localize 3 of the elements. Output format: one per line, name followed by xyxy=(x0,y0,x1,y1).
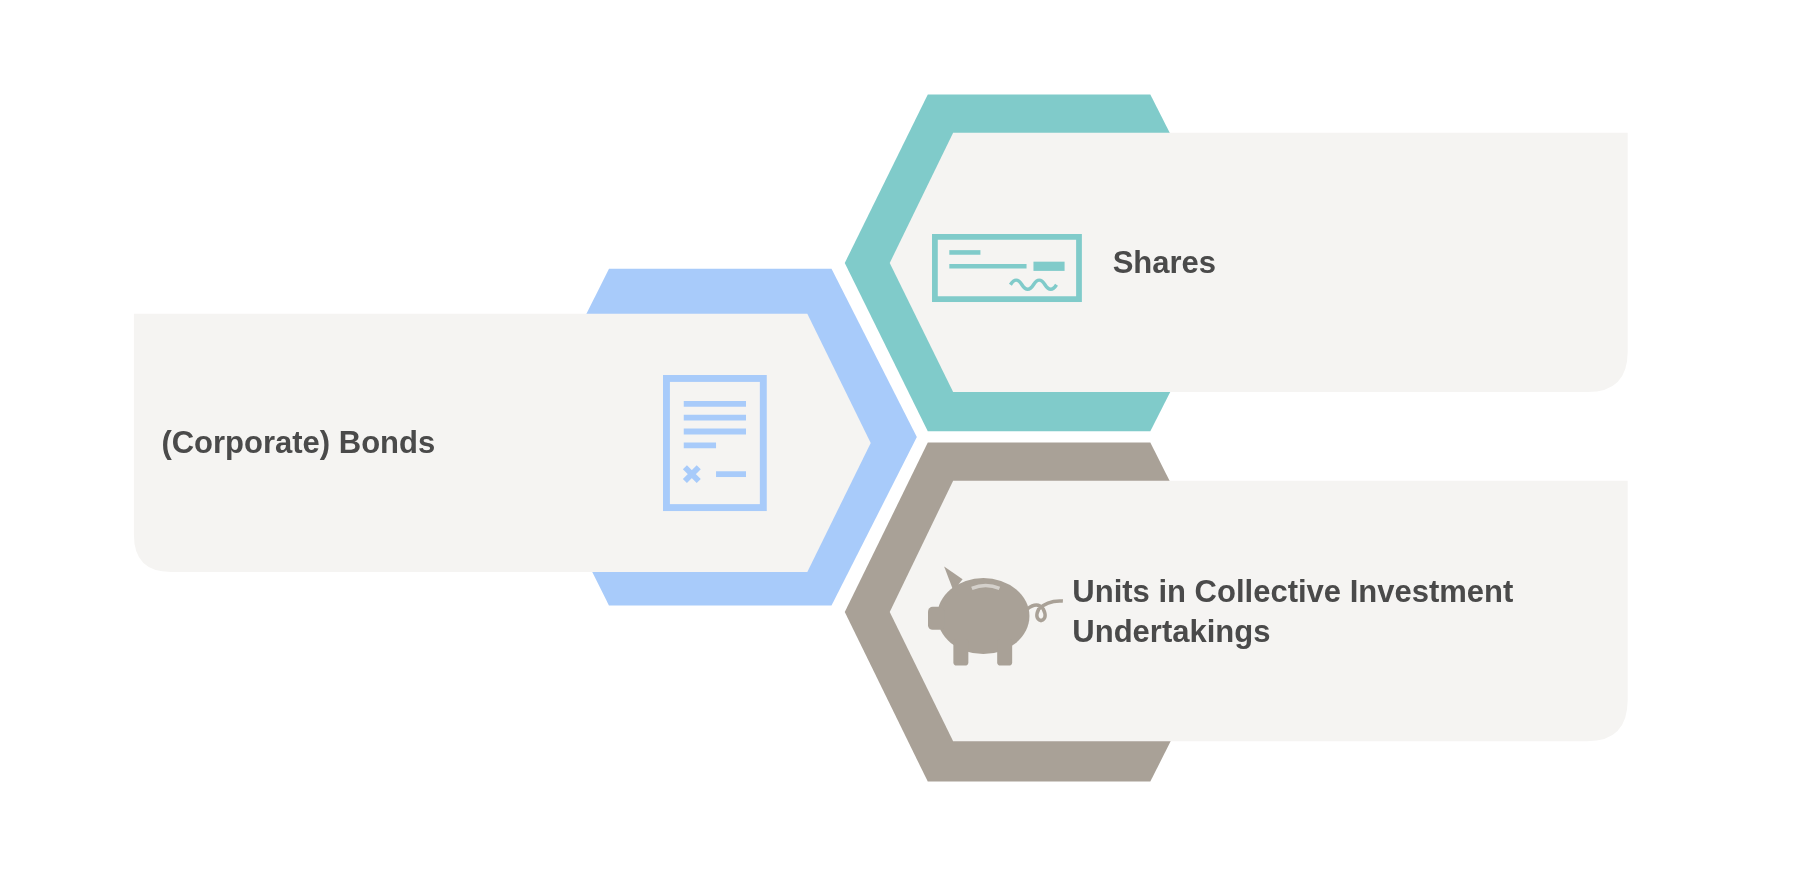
card-label: (Corporate) Bonds xyxy=(161,423,437,462)
card-label: Units in Collective Investment Undertakings xyxy=(1072,573,1515,652)
card-label: Shares xyxy=(1112,243,1218,282)
